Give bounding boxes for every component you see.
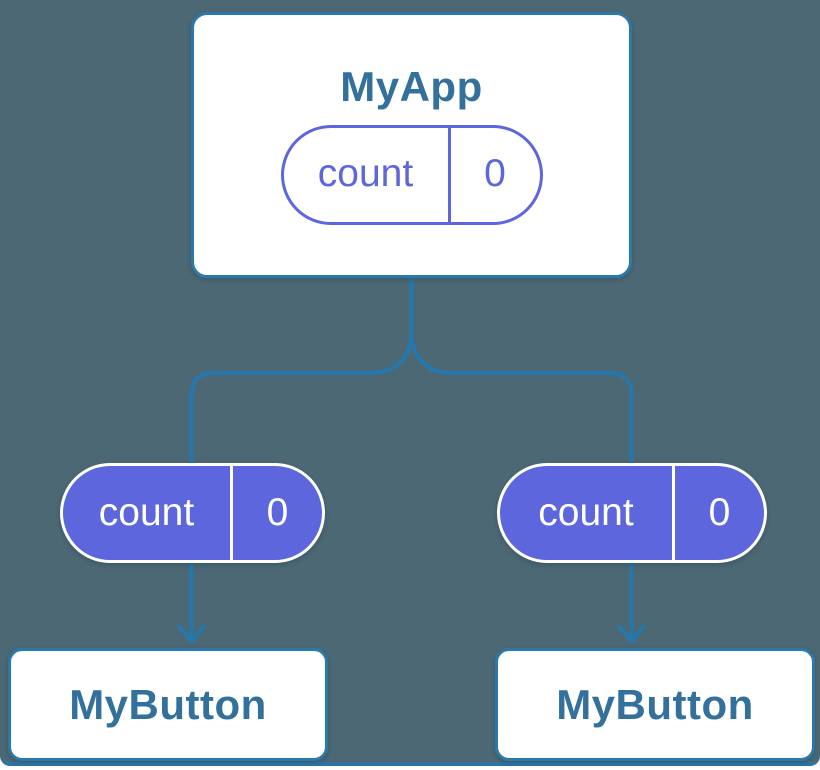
state-value: 0 [484, 152, 506, 195]
prop-pill-right: count 0 [497, 463, 767, 563]
app-card: MyApp count 0 [191, 12, 632, 278]
button-title: MyButton [69, 680, 267, 728]
arrow-down-icon [617, 625, 646, 644]
button-card-right: MyButton [495, 648, 815, 761]
button-card-left: MyButton [8, 648, 328, 761]
pill-divider [447, 127, 451, 222]
prop-pill-left: count 0 [60, 463, 325, 563]
prop-value: 0 [266, 490, 289, 534]
pill-divider [230, 466, 233, 560]
branch-left-line [189, 276, 414, 468]
prop-name: count [538, 490, 634, 534]
state-name: count [317, 152, 414, 195]
pill-divider [672, 466, 675, 560]
prop-name: count [98, 490, 195, 534]
branch-right-line [409, 276, 634, 468]
button-title: MyButton [556, 680, 754, 728]
arrow-down-icon [177, 625, 206, 644]
app-title: MyApp [340, 62, 483, 110]
prop-value: 0 [708, 490, 731, 534]
state-pill: count 0 [280, 124, 543, 225]
